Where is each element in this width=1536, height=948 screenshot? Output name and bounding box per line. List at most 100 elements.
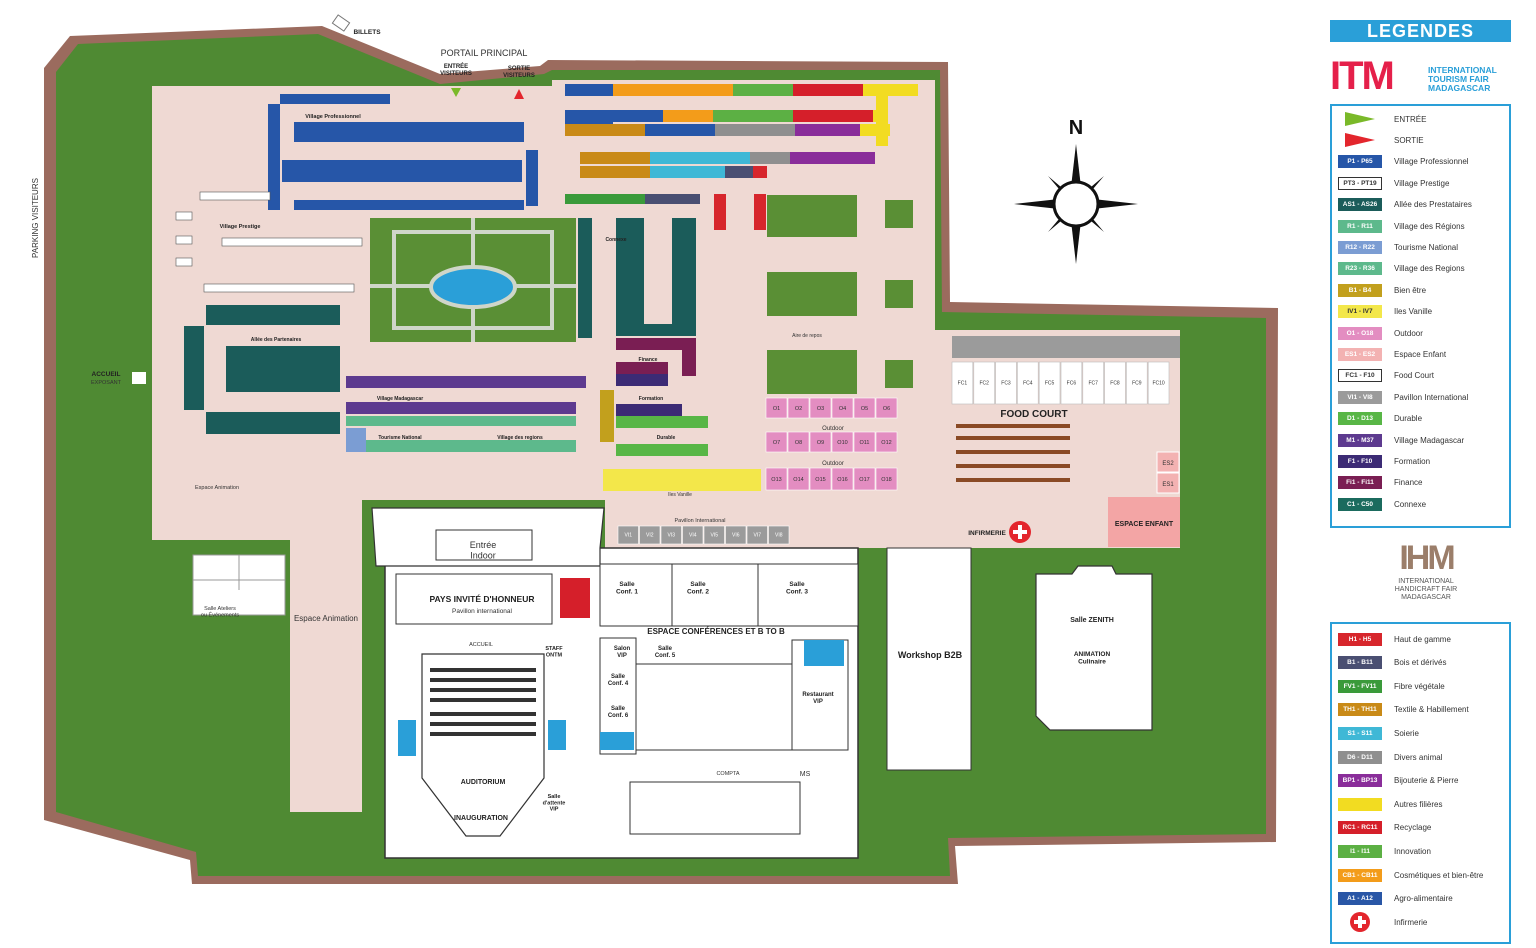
arrow-icon: [1338, 133, 1382, 148]
legend-label: Village Prestige: [1394, 178, 1450, 188]
espace-enfant-label: ESPACE ENFANT: [1115, 521, 1174, 528]
legend-swatch: RC1 - RC11: [1338, 821, 1382, 835]
portail-principal-label: PORTAIL PRINCIPAL: [441, 48, 528, 58]
pavillon-stall[interactable]: [725, 525, 747, 545]
village-madagascar-label: Village Madagascar: [377, 396, 423, 402]
outdoor-stall[interactable]: [853, 431, 876, 453]
legend-label: Bien être: [1394, 285, 1427, 295]
pavillon-stall[interactable]: [617, 525, 639, 545]
food-court-label: FOOD COURT: [1000, 409, 1067, 420]
food-court-stall[interactable]: [1147, 361, 1170, 405]
outdoor-stall[interactable]: [809, 397, 832, 419]
outdoor-stall-label: O2: [795, 406, 802, 412]
legend-label: Autres filières: [1394, 799, 1443, 809]
aire-repos-label: Aire de repos: [792, 333, 822, 339]
outdoor-stall[interactable]: [875, 467, 898, 491]
legend-swatch: H1 - H5: [1338, 632, 1382, 646]
pavillon-stall[interactable]: [639, 525, 661, 545]
pavillon-stall-label: VI6: [732, 533, 740, 539]
legend-item: Autres filières: [1338, 797, 1442, 811]
accueil-exposant-label: ACCUEIL: [92, 371, 121, 378]
food-court-tables: [956, 424, 1070, 482]
finance-label: Finance: [639, 357, 658, 363]
outdoor-stall-label: O4: [839, 406, 846, 412]
outdoor-stall[interactable]: [853, 467, 876, 491]
legend-label: Tourisme National: [1394, 242, 1459, 252]
outdoor-stall[interactable]: [853, 397, 876, 419]
legend-label: Finance: [1394, 478, 1423, 488]
legend-swatch: B1 - B4: [1338, 283, 1382, 297]
espace-animation-2-label: Espace Animation: [294, 614, 358, 623]
espace-enfant-stall[interactable]: [1156, 472, 1180, 494]
infirmerie-icon: [1009, 521, 1031, 543]
formation-label: Formation: [639, 396, 663, 402]
espace-enfant-zone[interactable]: [1108, 497, 1180, 547]
food-court-stall[interactable]: [1082, 361, 1104, 405]
outdoor-stall-label: O17: [859, 477, 869, 483]
food-court-stall-label: FC3: [1001, 381, 1011, 387]
legend-label: Infirmerie: [1394, 917, 1428, 927]
outdoor-stall-label: O1: [773, 406, 780, 412]
legend-label: Formation: [1394, 456, 1431, 466]
food-court-stall[interactable]: [973, 361, 995, 405]
fountain: [429, 265, 517, 309]
food-court-stall[interactable]: [951, 361, 974, 405]
pavillon-stall[interactable]: [746, 525, 768, 545]
outdoor-stall[interactable]: [787, 467, 810, 491]
ms-label: MS: [800, 771, 811, 778]
pavillon-stall-label: VI3: [667, 533, 675, 539]
food-court-stall[interactable]: [1104, 361, 1126, 405]
outdoor-stall[interactable]: [831, 397, 854, 419]
pavillon-stall[interactable]: [660, 525, 682, 545]
outdoor-stall[interactable]: [875, 397, 898, 419]
pavillon-stall[interactable]: [768, 525, 790, 545]
outdoor-stall[interactable]: [875, 431, 898, 453]
outdoor-stall[interactable]: [765, 467, 788, 491]
durable-label: Durable: [657, 435, 676, 441]
accueil-exposant-sub: EXPOSANT: [91, 380, 122, 386]
outdoor-stall[interactable]: [765, 397, 788, 419]
food-court-stall-label: FC10: [1152, 381, 1164, 387]
espace-enfant-stall[interactable]: [1156, 451, 1180, 473]
outdoor-stall[interactable]: [765, 431, 788, 453]
food-court-stall[interactable]: [1038, 361, 1061, 405]
legend-swatch: PT3 - PT19: [1338, 176, 1382, 190]
itm-logo-mark: ITM: [1330, 54, 1395, 98]
outdoor-stall[interactable]: [787, 431, 810, 453]
outdoor-stall-label: O10: [837, 440, 847, 446]
outdoor-stall[interactable]: [787, 397, 810, 419]
pavillon-international-inner: Pavillon international: [452, 608, 513, 615]
outdoor-stall[interactable]: [831, 431, 854, 453]
food-court-stall-label: FC7: [1088, 381, 1098, 387]
compass-icon: [1014, 144, 1138, 264]
food-court-stall[interactable]: [995, 361, 1017, 405]
salle-zenith-building[interactable]: [1035, 565, 1153, 731]
legend-swatch: VI1 - VI8: [1338, 390, 1382, 404]
food-court-stall[interactable]: [1126, 361, 1148, 405]
food-court-stall[interactable]: [1017, 361, 1039, 405]
outdoor-stall[interactable]: [809, 431, 832, 453]
legend-swatch: BP1 - BP13: [1338, 774, 1382, 788]
food-court-stall[interactable]: [1060, 361, 1083, 405]
outdoor-stall[interactable]: [831, 467, 854, 491]
legend-label: ENTRÉE: [1394, 114, 1427, 124]
legend-label: Bois et dérivés: [1394, 658, 1447, 668]
pavillon-stall[interactable]: [682, 525, 704, 545]
outdoor-stall-label: O11: [860, 440, 870, 446]
pavillon-stall[interactable]: [703, 525, 725, 545]
outdoor-stall[interactable]: [809, 467, 832, 491]
workshop-b2b-building[interactable]: [886, 547, 972, 771]
